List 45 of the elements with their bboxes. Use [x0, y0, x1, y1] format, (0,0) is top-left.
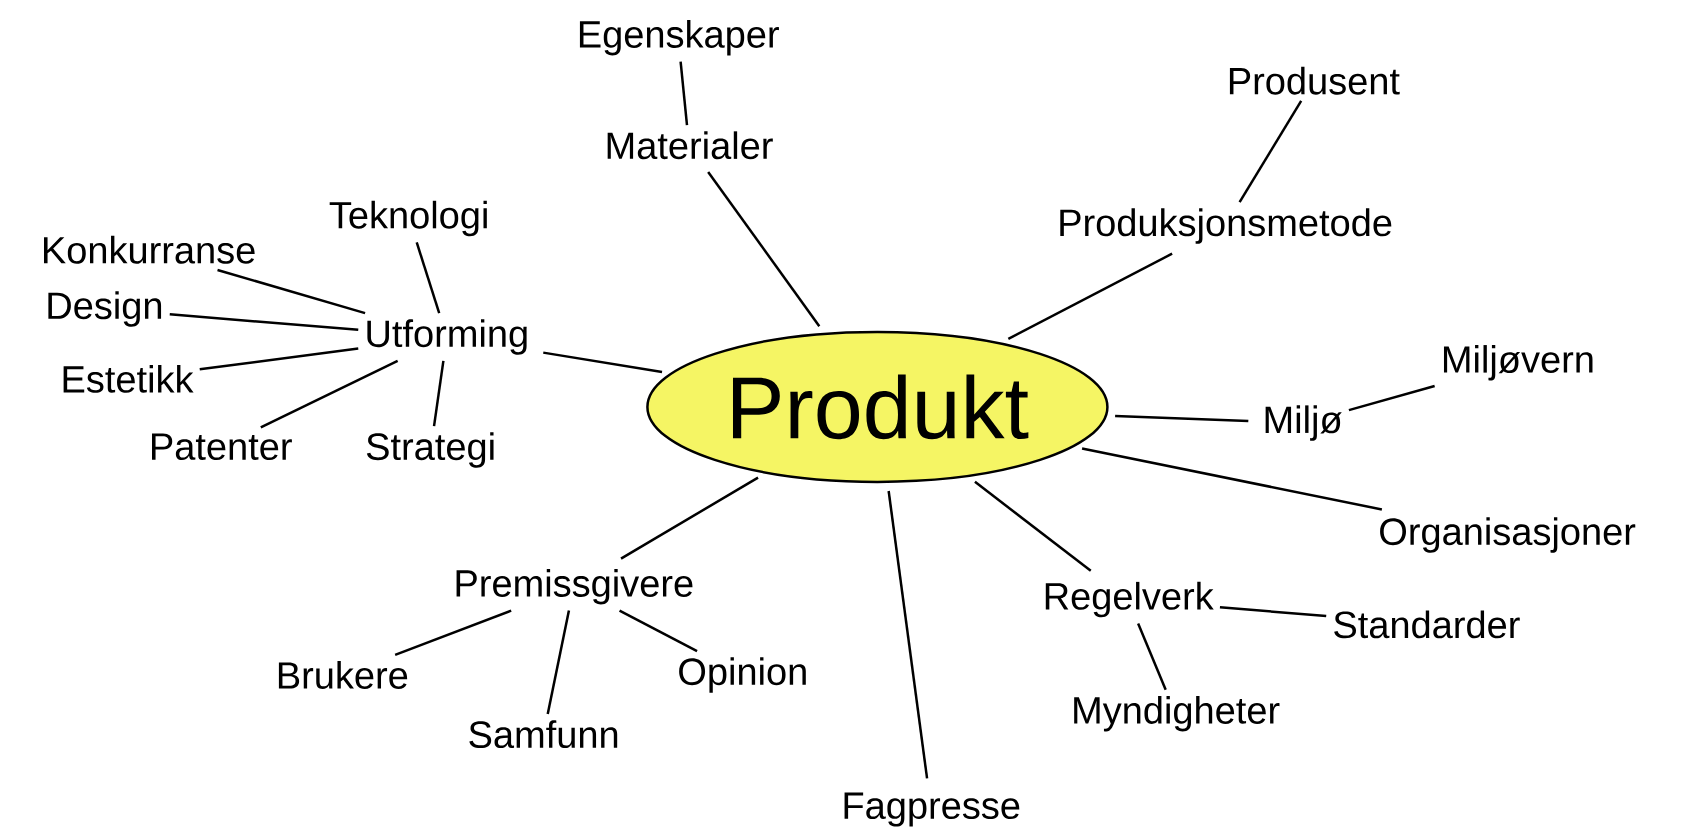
connector-line — [217, 268, 366, 315]
connector-line — [707, 171, 821, 327]
connector-line — [1115, 414, 1249, 423]
node-label: Fagpresse — [844, 792, 1020, 827]
node-label: Konkurranse — [44, 235, 255, 264]
connector-line — [974, 480, 1092, 572]
connector-line — [415, 242, 441, 314]
connector-line — [432, 360, 445, 427]
connector-line — [1348, 384, 1435, 412]
connector-line — [620, 476, 759, 560]
node-label: Samfunn — [469, 720, 618, 749]
connector-line — [618, 609, 698, 653]
node-label: Produsent — [1229, 66, 1400, 95]
node-label: Produksjonsmetode — [1060, 208, 1392, 244]
node-label: Opinion — [679, 657, 806, 693]
connector-line — [1137, 623, 1167, 691]
connector-line — [260, 359, 399, 429]
connector-line — [887, 490, 929, 779]
connector-line — [546, 610, 571, 715]
connector-line — [1007, 252, 1173, 340]
node-label: Brukere — [278, 661, 408, 689]
ellipse-node: Produkt — [646, 330, 1109, 484]
node-label: Miljøvern — [1444, 345, 1593, 381]
node-label: Design — [48, 291, 162, 327]
node-label: Teknologi — [329, 200, 487, 237]
connector-line — [199, 347, 359, 371]
connector-line — [1219, 606, 1327, 618]
connector-line — [169, 313, 359, 331]
node-label: Utforming — [367, 319, 527, 355]
node-label: Organisasjoner — [1380, 517, 1636, 553]
node-label: Standarder — [1334, 610, 1520, 639]
connector-line — [394, 609, 512, 656]
node-label: Myndigheter — [1074, 695, 1280, 732]
connector-line — [1238, 100, 1303, 203]
connector-line — [1081, 447, 1383, 511]
connector-line — [679, 61, 689, 126]
node-label: Patenter — [152, 433, 292, 461]
connector-line — [543, 351, 663, 374]
node-label: Strategi — [366, 432, 494, 468]
node-label: Regelverk — [1045, 581, 1214, 618]
node-label: Miljø — [1265, 405, 1342, 441]
node-label: Egenskaper — [579, 19, 779, 56]
node-label: Materialer — [607, 131, 773, 160]
node-label: Estetikk — [63, 364, 194, 393]
node-label: Premissgivere — [456, 568, 693, 605]
